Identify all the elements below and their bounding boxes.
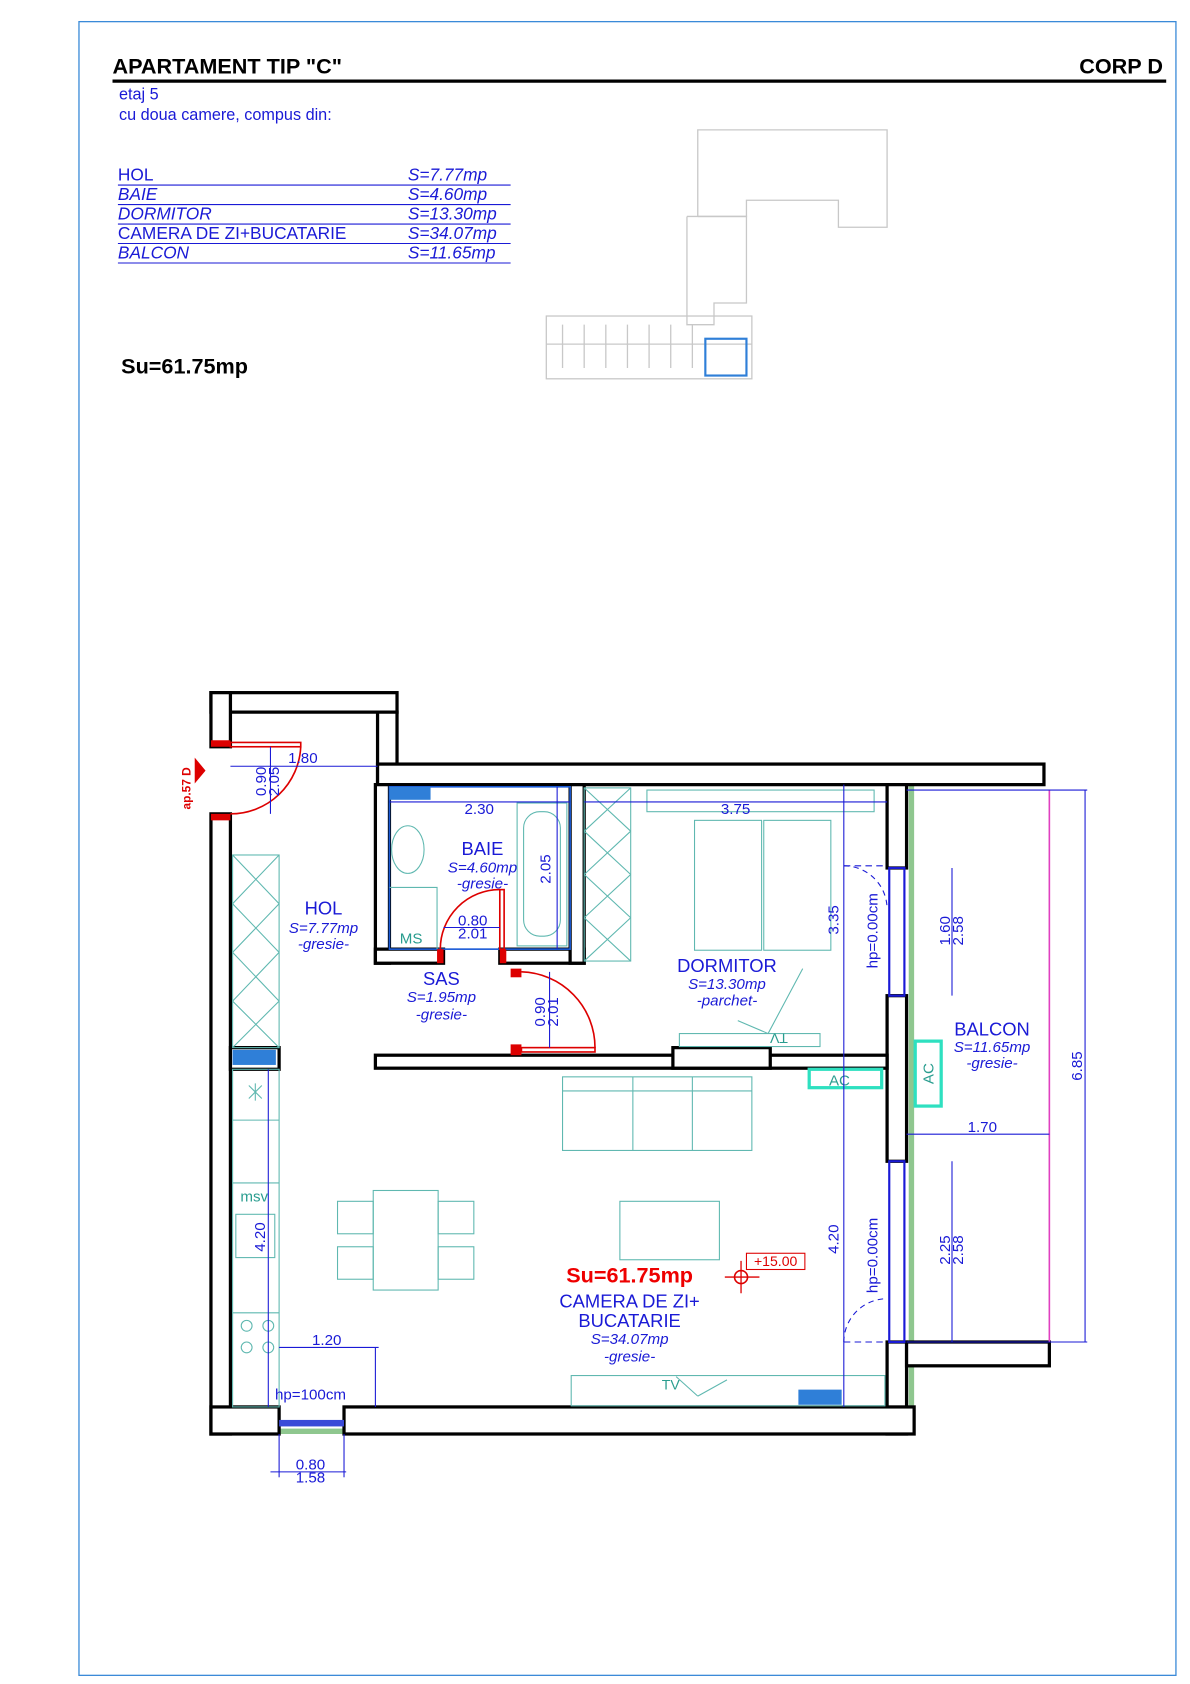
level-marker: +15.00 [724,1252,806,1294]
dormitor-label: DORMITOR [677,955,777,976]
plan-total-area: Su=61.75mp [566,1262,693,1287]
dim-label: 2.05 [266,767,283,796]
dim-label: 2.30 [465,801,494,818]
hol-area: S=7.77mp [289,920,358,937]
window [279,1419,345,1427]
wall [209,812,233,1436]
entrance-arrow-icon [194,757,206,784]
dim-label: 2.05 [538,854,555,883]
dim-label: 1.58 [296,1470,325,1487]
wall [373,947,446,965]
ms-label: MS [400,931,423,948]
wall [375,762,1046,787]
dim-label: 1.70 [968,1119,997,1136]
total-area: Su=61.75mp [121,353,248,378]
balcon-label: BALCON [954,1019,1030,1040]
room-area: S=7.77mp [408,165,488,185]
dim-label: hp=0.00cm [864,1218,881,1293]
tv-label: TV [662,1377,681,1393]
ac-unit-outdoor [913,1039,943,1108]
dim-label: 4.20 [825,1224,842,1253]
dim-label: 3.35 [825,905,842,934]
dim-label: 1.20 [312,1332,341,1349]
wall [209,691,233,749]
living-area: S=34.07mp [591,1331,669,1348]
living-finish: -gresie- [604,1348,655,1365]
room-area: S=34.07mp [408,223,497,243]
wall [209,691,399,714]
room-area: S=11.65mp [408,243,496,263]
dim-label: 4.20 [252,1222,269,1251]
wall [568,783,586,965]
balcon-area: S=11.65mp [954,1039,1031,1056]
floor-label: etaj 5 [119,86,159,104]
window [888,1160,906,1344]
dormitor-area: S=13.30mp [688,976,766,993]
furniture [232,786,886,1408]
sheet-border [78,20,1177,1676]
building-key-plan [545,129,888,380]
wall [342,1405,916,1436]
wall [904,1340,1051,1368]
dim-label: 3.75 [721,801,750,818]
room-area: S=4.60mp [408,184,488,204]
window [888,866,906,997]
dim-label: 2.58 [950,1235,967,1264]
wall [209,1405,281,1436]
entrance-label: ap.57 D [179,767,193,810]
baie-label: BAIE [462,838,504,859]
dim-label: 2.01 [458,925,487,942]
living-label: CAMERA DE ZI+ [559,1290,699,1311]
wall [373,783,392,965]
dim-label: hp=0.00cm [864,893,881,968]
hol-label: HOL [305,898,343,919]
ac-label: AC [921,1063,938,1084]
wall [671,1046,772,1070]
sas-finish: -gresie- [416,1006,467,1023]
dim-label: 0.80 [296,1457,325,1474]
dim-label: 2.01 [545,997,562,1026]
living-label-2: BUCATARIE [578,1310,680,1331]
tv-label-bedroom: TV [769,1031,788,1047]
room-name: CAMERA DE ZI+BUCATARIE [118,223,347,243]
dormitor-finish: -parchet- [697,992,758,1009]
dim-label: 0.90 [253,767,270,796]
dim-label: 2.58 [950,916,967,945]
wall [885,783,909,870]
room-area-table: HOL S=7.77mp BAIE S=4.60mp DORMITOR S=13… [117,165,511,264]
room-name: BAIE [118,184,158,204]
ac-unit [807,1067,884,1090]
dim-label: 0.90 [532,997,549,1026]
baie-finish: -gresie- [457,876,508,893]
sas-label: SAS [423,968,460,989]
dim-label: 1.80 [288,750,317,767]
room-name: HOL [118,165,154,185]
dim-label: 1.60 [937,916,954,945]
dim-label: 0.80 [458,912,487,929]
wall [373,1053,889,1070]
ac-label: AC [829,1073,850,1090]
dimension-lines [230,746,1088,1478]
building-label: CORP D [1079,54,1163,79]
floor-plan: ap.57 D AC [179,691,1088,1487]
composition-label: cu doua camere, compus din: [119,106,332,124]
dim-label: hp=100cm [275,1386,346,1403]
room-area: S=13.30mp [408,204,497,224]
room-name: DORMITOR [118,204,212,224]
room-name: BALCON [118,243,190,263]
balcon-finish: -gresie- [966,1055,1017,1072]
hol-finish: -gresie- [298,936,349,953]
msv-label: msv [240,1188,268,1205]
baie-area: S=4.60mp [448,859,517,876]
level-label: +15.00 [754,1253,798,1269]
door [210,740,596,1056]
sas-area: S=1.95mp [407,989,476,1006]
wall [885,994,909,1163]
dim-label: 2.25 [937,1235,954,1264]
apartment-title: APARTAMENT TIP "C" [113,54,342,79]
dim-label: 6.85 [1069,1051,1086,1080]
dimension-labels: 1.80 0.90 2.05 2.30 2.05 3.75 0.80 2.01 … [252,750,1086,1487]
